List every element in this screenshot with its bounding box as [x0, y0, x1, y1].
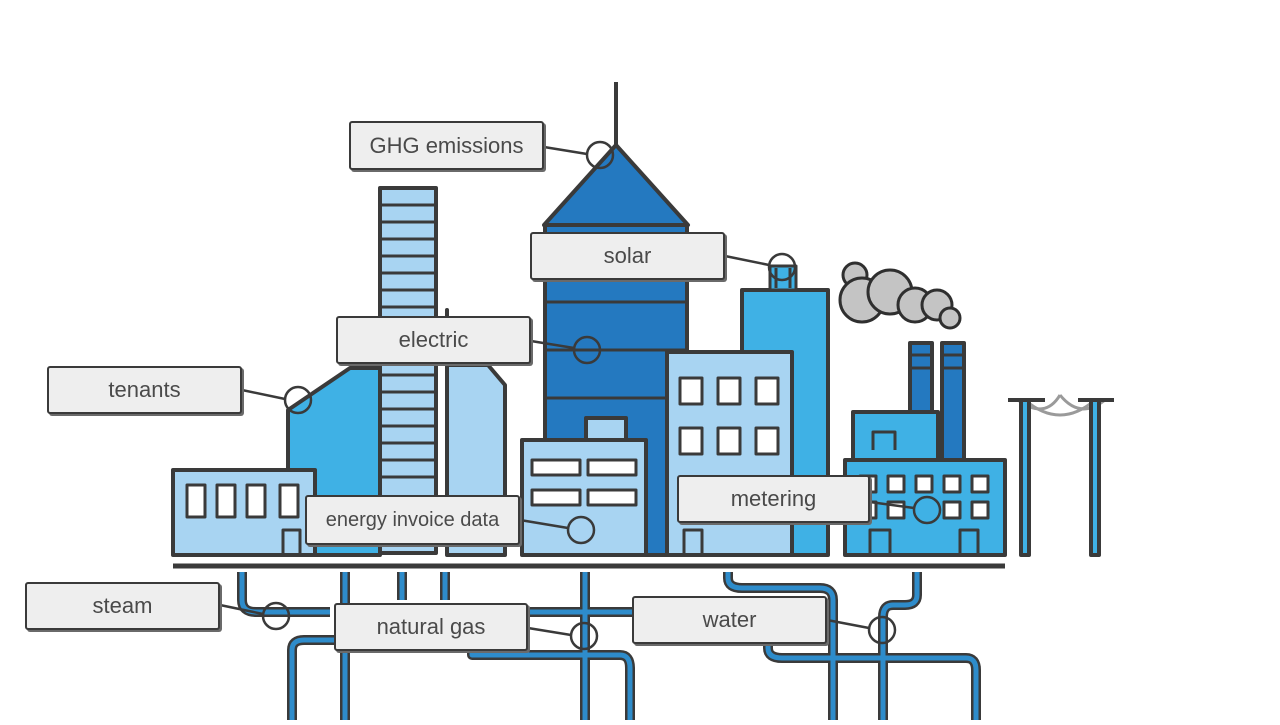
pipes [237, 572, 981, 720]
label-water: water [632, 596, 827, 644]
smoke-cloud [838, 261, 962, 330]
leader-lines [219, 140, 942, 651]
label-metering: metering [677, 475, 870, 523]
rounded-building [445, 308, 507, 557]
label-natural-gas: natural gas [334, 603, 528, 651]
water-marker [867, 615, 897, 645]
spire-roof [542, 143, 690, 227]
ghg-marker [585, 140, 615, 170]
steam-marker [261, 601, 291, 631]
electric-marker [572, 335, 602, 365]
label-ghg-emissions: GHG emissions [349, 121, 544, 170]
office-windows [678, 376, 780, 553]
tenants-marker [283, 385, 313, 415]
label-steam: steam [25, 582, 220, 630]
ladder-tower [378, 186, 438, 555]
label-tenants: tenants [47, 366, 242, 414]
left-windows [185, 483, 302, 553]
chimney-right [940, 341, 966, 465]
invoice-marker [566, 515, 596, 545]
label-solar: solar [530, 232, 725, 280]
power-poles [1008, 394, 1114, 557]
label-energy-invoice-data: energy invoice data [305, 495, 520, 545]
invoice-windows [530, 458, 638, 507]
metering-marker [912, 495, 942, 525]
solar-marker [767, 252, 797, 282]
label-electric: electric [336, 316, 531, 364]
gas-marker [569, 621, 599, 651]
